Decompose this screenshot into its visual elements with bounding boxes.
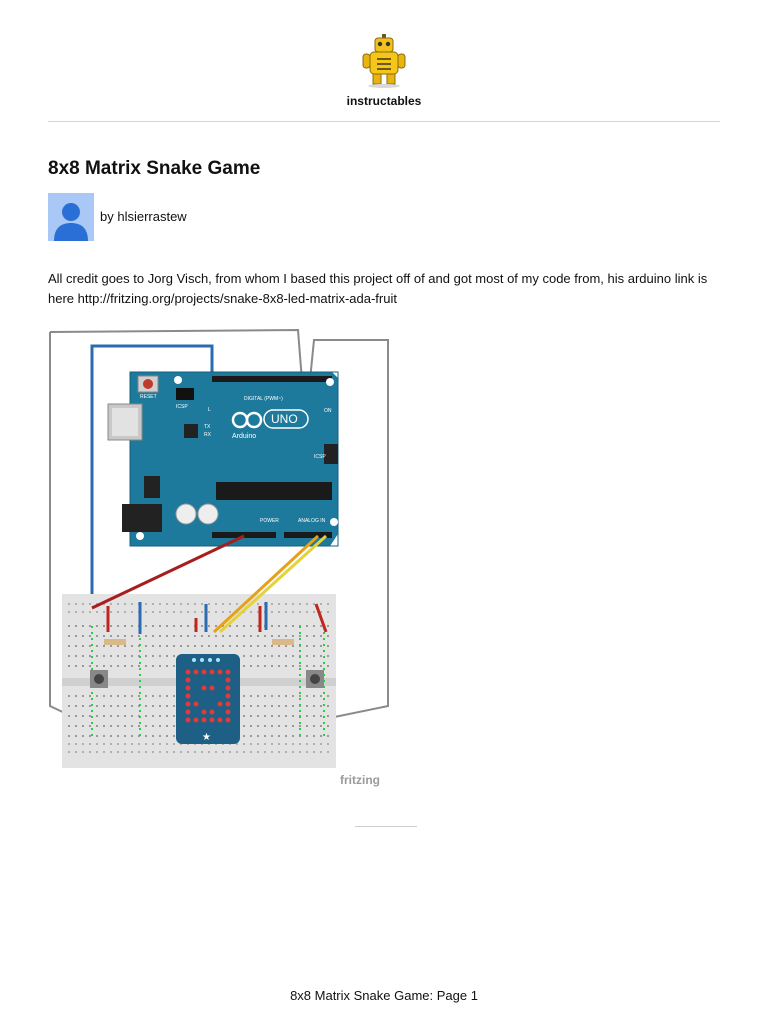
user-silhouette-icon [54, 203, 88, 241]
on-led-label: ON [324, 408, 332, 414]
content-separator [355, 826, 417, 827]
header-divider [48, 121, 720, 122]
intro-paragraph: All credit goes to Jorg Visch, from whom… [48, 271, 708, 306]
svg-text:★: ★ [202, 732, 211, 743]
page-header: instructables [0, 0, 768, 122]
author-byline[interactable]: by hlsierrastew [100, 209, 187, 224]
l-led-label: L [208, 407, 211, 413]
digital-label: DIGITAL (PWM~) [244, 396, 283, 402]
site-name[interactable]: instructables [346, 94, 422, 108]
arduino-uno-board: RESET ICSP DIGITAL (PWM~) UNO Arduino L … [107, 371, 339, 547]
uno-label: UNO [271, 412, 298, 426]
tx-label: TX [204, 424, 211, 430]
analog-label: ANALOG IN [298, 518, 326, 524]
instructables-robot-logo[interactable] [360, 34, 408, 88]
page-title: 8x8 Matrix Snake Game [48, 158, 261, 179]
led-matrix-8x8: ★ [176, 654, 240, 744]
rx-label: RX [204, 432, 212, 438]
fritzing-watermark: fritzing [340, 773, 380, 787]
power-label: POWER [260, 518, 279, 524]
fritzing-wiring-diagram: RESET ICSP DIGITAL (PWM~) UNO Arduino L … [49, 328, 389, 787]
reset-label: RESET [140, 394, 157, 400]
icsp-label: ICSP [176, 404, 188, 410]
page-footer: 8x8 Matrix Snake Game: Page 1 [290, 988, 478, 1003]
arduino-label: Arduino [232, 433, 256, 440]
avatar[interactable] [48, 193, 94, 241]
icsp2-label: ICSP [314, 454, 326, 460]
